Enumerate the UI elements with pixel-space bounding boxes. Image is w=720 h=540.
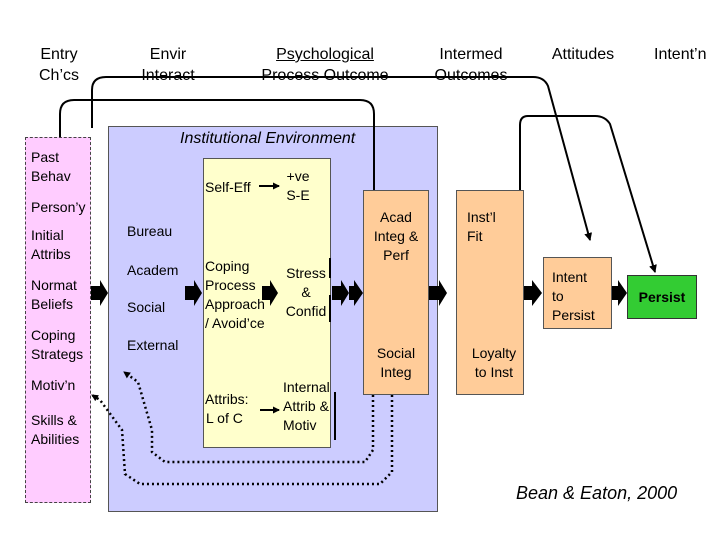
block-arrow-envir: [185, 280, 202, 306]
attitude-inst-fit: Inst’l Fit: [467, 209, 496, 244]
citation: Bean & Eaton, 2000: [516, 483, 678, 503]
header-attitudes: Attitudes: [551, 46, 615, 63]
line-inst-fit-to-persist: [519, 115, 657, 273]
entry-item-strategs: Strategs: [31, 346, 84, 362]
entry-item-coping: Coping: [31, 327, 76, 343]
envir-item-bureau: Bureau: [127, 223, 173, 239]
feedback-line-entry-to-acad: [59, 99, 375, 190]
outcome-internal-attrib: Internal Attrib & Motiv: [283, 379, 330, 433]
psychological-process-box: [203, 158, 331, 448]
intent-to-persist-box: [543, 257, 612, 329]
psych-self-eff: Self-Eff: [205, 179, 251, 195]
attitudes-box: [456, 190, 524, 395]
intent-to-persist-label: Intent to Persist: [552, 269, 595, 323]
entry-item-attribs: Attribs: [31, 246, 71, 262]
institutional-environment-title: Institutional Environment: [180, 130, 356, 147]
block-arrow-attitudes: [524, 280, 542, 306]
persist-label: Persist: [638, 289, 686, 305]
entry-characteristics-box: [25, 137, 91, 503]
entry-item-motivation: Motiv’n: [31, 377, 76, 393]
envir-item-academ: Academ: [127, 262, 179, 278]
entry-item-normat: Normat: [31, 277, 77, 293]
entry-list: Past Behav Person’y Initial Attribs Norm…: [31, 148, 85, 449]
entry-item-beliefs: Beliefs: [31, 296, 74, 312]
block-arrow-coping: [262, 280, 278, 306]
persist-box: [627, 275, 697, 319]
psych-attribs-loc: Attribs: L of C: [205, 391, 249, 426]
outcome-stress-confid: Stress & Confid: [285, 265, 327, 319]
header-intent: Intent’n: [654, 46, 707, 63]
entry-item-skills: Skills &: [31, 412, 77, 428]
outcome-ve-se: +ve S-E: [286, 168, 310, 203]
feedback-line-to-intent: [91, 76, 593, 241]
block-arrow-psych-2: [349, 280, 363, 306]
intermediate-outcomes-box: [363, 190, 429, 395]
envir-item-social: Social: [127, 299, 166, 315]
psych-coping-process: Coping Process Approach / Avoid’ce: [205, 258, 265, 331]
entry-item-abilities: Abilities: [31, 431, 80, 447]
block-arrow-entry: [91, 280, 108, 306]
envir-item-external: External: [127, 337, 179, 353]
entry-item-initial: Initial: [31, 227, 64, 243]
intermed-acad-integ: Acad Integ & Perf: [373, 209, 419, 263]
attitude-loyalty: Loyalty to Inst: [471, 345, 517, 380]
entry-item-past: Past: [31, 149, 60, 165]
intermed-social-integ: Social Integ: [376, 345, 416, 380]
entry-item-behav: Behav: [31, 168, 71, 184]
block-arrow-intent: [612, 280, 627, 306]
block-arrow-psych: [332, 280, 349, 306]
entry-item-personality: Person’y: [31, 199, 86, 215]
block-arrow-intermed: [429, 280, 447, 306]
block-arrows: [91, 280, 627, 306]
